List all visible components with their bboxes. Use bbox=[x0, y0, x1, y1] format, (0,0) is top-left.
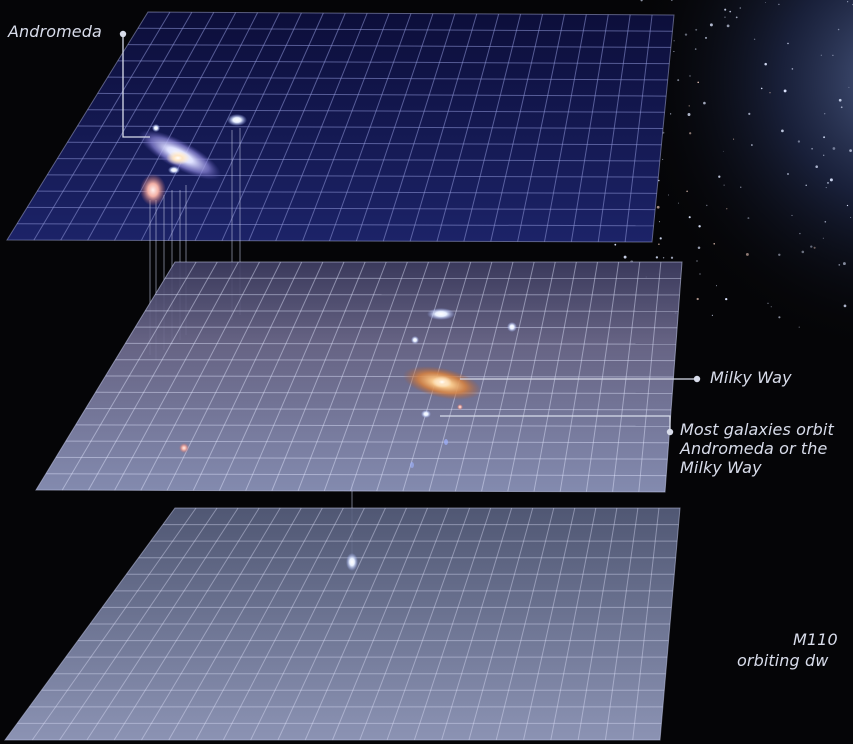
orbit-note-line-1: Most galaxies orbit bbox=[680, 420, 834, 439]
milky-way-label: Milky Way bbox=[710, 368, 792, 387]
dwarf-note-label: orbiting dw bbox=[737, 651, 829, 670]
orbit-note-line-3: Milky Way bbox=[680, 458, 762, 477]
andromeda-galaxy-icon bbox=[138, 130, 222, 180]
leader-dot-icon bbox=[119, 30, 701, 436]
satellite-galaxy-icon bbox=[140, 114, 247, 206]
m110-label: M110 bbox=[793, 630, 838, 649]
milky-way-galaxy-icon bbox=[402, 366, 482, 400]
dwarf-galaxy-icon bbox=[179, 308, 517, 468]
top-plane bbox=[6, 11, 675, 243]
leader-lines bbox=[122, 34, 697, 432]
andromeda-label: Andromeda bbox=[8, 22, 102, 41]
orbit-note-line-2: Andromeda or the bbox=[680, 439, 828, 458]
middle-plane bbox=[35, 261, 683, 493]
dwarf-galaxy-lower-icon bbox=[346, 553, 358, 571]
bottom-plane bbox=[4, 507, 681, 741]
orbit-note-label: Most galaxies orbit Andromeda or the Mil… bbox=[680, 420, 834, 477]
